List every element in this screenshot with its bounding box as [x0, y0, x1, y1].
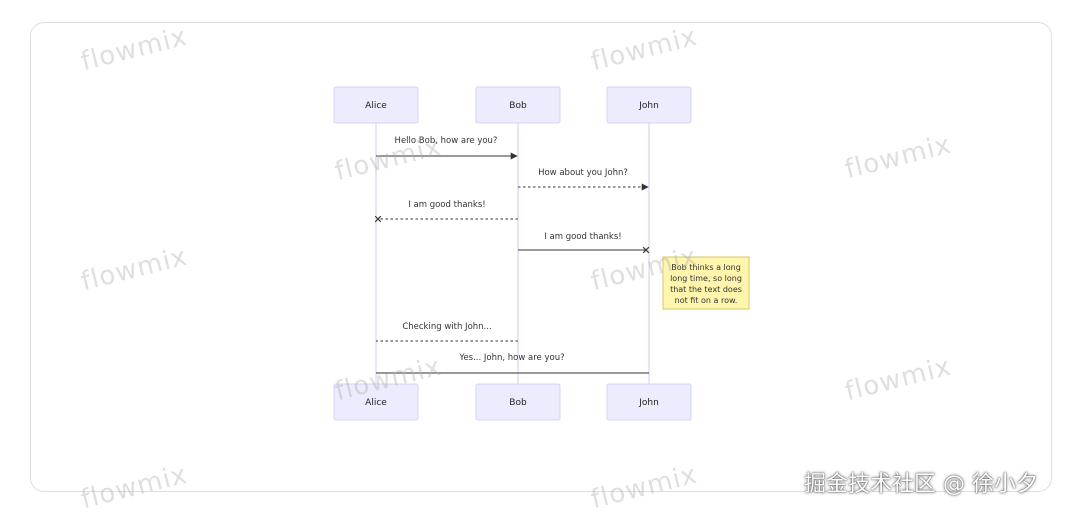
- actor-alice-bottom-label: Alice: [365, 398, 387, 408]
- note-box: Bob thinks a long long time, so long tha…: [662, 256, 750, 310]
- message-5-label: Checking with John...: [402, 322, 491, 332]
- message-1-label: Hello Bob, how are you?: [395, 136, 498, 146]
- credit-watermark: 掘金技术社区 @ 徐小夕: [804, 472, 1038, 497]
- actor-bob-top: Bob: [475, 86, 561, 124]
- actor-john-top: John: [606, 86, 692, 124]
- actor-john-bottom-label: John: [638, 398, 659, 408]
- actor-bob-bottom: Bob: [475, 383, 561, 421]
- note-line-1: Bob thinks a long: [671, 263, 741, 272]
- message-4-label: I am good thanks!: [544, 232, 621, 242]
- actor-john-top-label: John: [638, 101, 659, 111]
- message-3-label: I am good thanks!: [408, 200, 485, 210]
- note-line-4: not fit on a row.: [675, 296, 738, 305]
- note-line-2: long time, so long: [670, 274, 742, 283]
- message-2-label: How about you John?: [538, 168, 628, 178]
- actor-bob-top-label: Bob: [509, 101, 527, 111]
- actor-alice-top: Alice: [333, 86, 419, 124]
- message-6-label: Yes... John, how are you?: [458, 353, 564, 363]
- actor-john-bottom: John: [606, 383, 692, 421]
- note-line-3: that the text does: [670, 285, 742, 294]
- actor-alice-bottom: Alice: [333, 383, 419, 421]
- actor-bob-bottom-label: Bob: [509, 398, 527, 408]
- actor-alice-top-label: Alice: [365, 101, 387, 111]
